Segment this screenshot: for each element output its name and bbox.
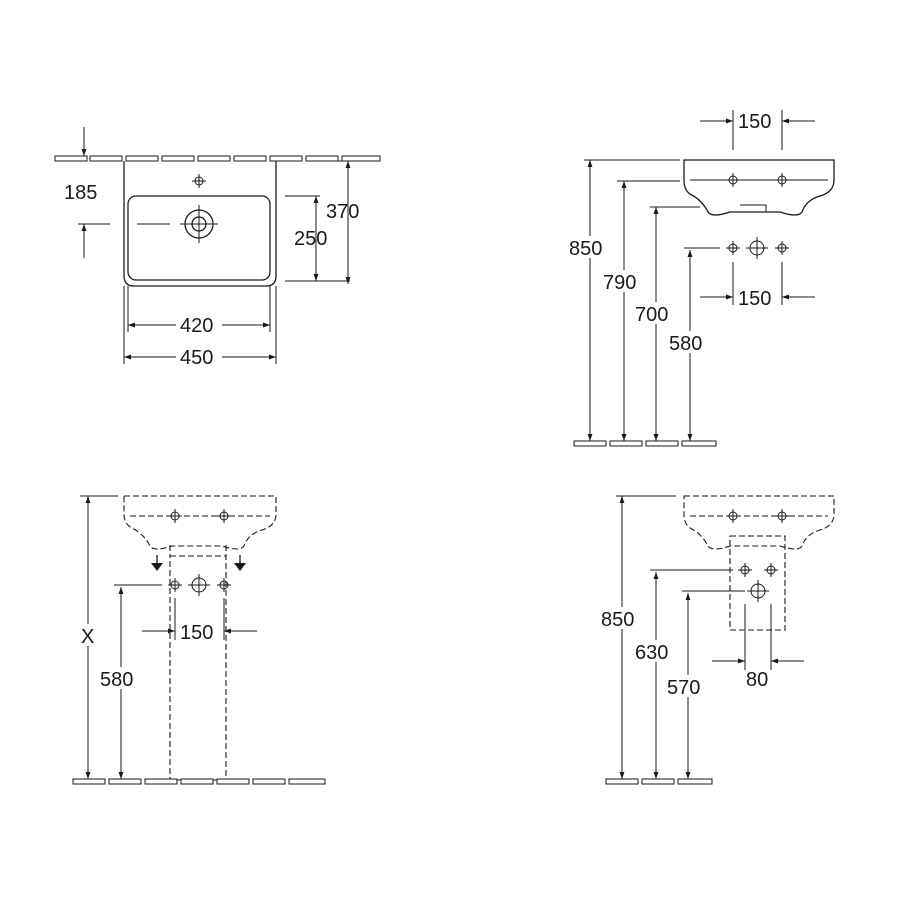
dimension-x: X	[78, 496, 98, 779]
dimension-80: 80	[712, 658, 804, 691]
dimension-700: 700	[634, 207, 678, 441]
supply-left-icon	[737, 562, 753, 578]
dimension-250: 250	[285, 195, 350, 282]
supply-right-icon	[774, 240, 790, 256]
tap-hole-icon	[191, 173, 207, 189]
semi-pedestal-outline	[729, 535, 786, 631]
tap-hole-right-icon	[774, 508, 790, 524]
floor-line	[573, 440, 717, 447]
arrow-down-icon	[234, 555, 246, 571]
dimension-370: 370	[310, 160, 359, 284]
dimension-450: 450	[123, 286, 277, 369]
supply-left-icon	[725, 240, 741, 256]
dimension-790: 790	[602, 181, 646, 441]
dim-790-label: 790	[603, 272, 636, 294]
front-semi-pedestal-view: 80 850 630 570	[600, 495, 835, 785]
dimension-580: 580	[668, 250, 712, 441]
dim-570-label: 570	[667, 677, 700, 699]
dim-185-label: 185	[64, 182, 97, 204]
dimension-185: 185	[64, 127, 110, 258]
dimension-850: 850	[568, 160, 612, 441]
dim-420-label: 420	[180, 315, 213, 337]
basin-front-outline	[683, 159, 835, 216]
tap-hole-right-icon	[774, 172, 790, 188]
dim-580-label: 580	[100, 669, 133, 691]
dimension-150-top: 150	[700, 110, 815, 150]
dimension-150: 150	[142, 622, 257, 644]
dim-850-label: 850	[569, 238, 602, 260]
dim-150-bottom-label: 150	[738, 288, 771, 310]
dim-370-label: 370	[326, 201, 359, 223]
top-view: 185 250 370 420 450	[54, 127, 381, 369]
supply-right-icon	[763, 562, 779, 578]
dimension-150-bottom: 150	[700, 288, 815, 310]
waste-icon	[187, 573, 211, 597]
dim-630-label: 630	[635, 642, 668, 664]
dim-450-label: 450	[180, 347, 213, 369]
dimension-420: 420	[127, 286, 271, 337]
pedestal-outline	[169, 555, 227, 781]
tap-hole-right-icon	[216, 508, 232, 524]
floor-line	[605, 778, 713, 785]
side-view: 150 150 850	[568, 110, 835, 447]
tap-hole-left-icon	[725, 172, 741, 188]
dim-250-label: 250	[294, 228, 327, 250]
dimension-850: 850	[600, 496, 644, 779]
dim-850-label: 850	[601, 609, 634, 631]
dimension-570: 570	[666, 593, 710, 779]
tap-hole-left-icon	[167, 508, 183, 524]
arrow-down-icon	[151, 555, 163, 571]
wall-line	[54, 155, 381, 162]
waste-icon	[745, 236, 769, 260]
basin-dashed-outline	[683, 495, 835, 550]
dim-150-label: 150	[180, 622, 213, 644]
drain-icon	[179, 204, 219, 244]
basin-outline	[123, 161, 277, 287]
bowl-outline	[127, 195, 271, 281]
floor-line	[72, 778, 326, 785]
basin-dashed-outline	[123, 495, 277, 550]
front-pedestal-view: 150 X 580	[72, 495, 326, 785]
dim-150-top-label: 150	[738, 111, 771, 133]
tap-hole-left-icon	[725, 508, 741, 524]
dimension-580: 580	[99, 587, 143, 779]
dim-580-label: 580	[669, 333, 702, 355]
supply-right-icon	[216, 577, 232, 593]
dim-x-label: X	[81, 626, 94, 648]
dim-700-label: 700	[635, 304, 668, 326]
dim-80-label: 80	[746, 669, 768, 691]
waste-icon	[746, 579, 770, 603]
dimension-630: 630	[634, 572, 678, 779]
